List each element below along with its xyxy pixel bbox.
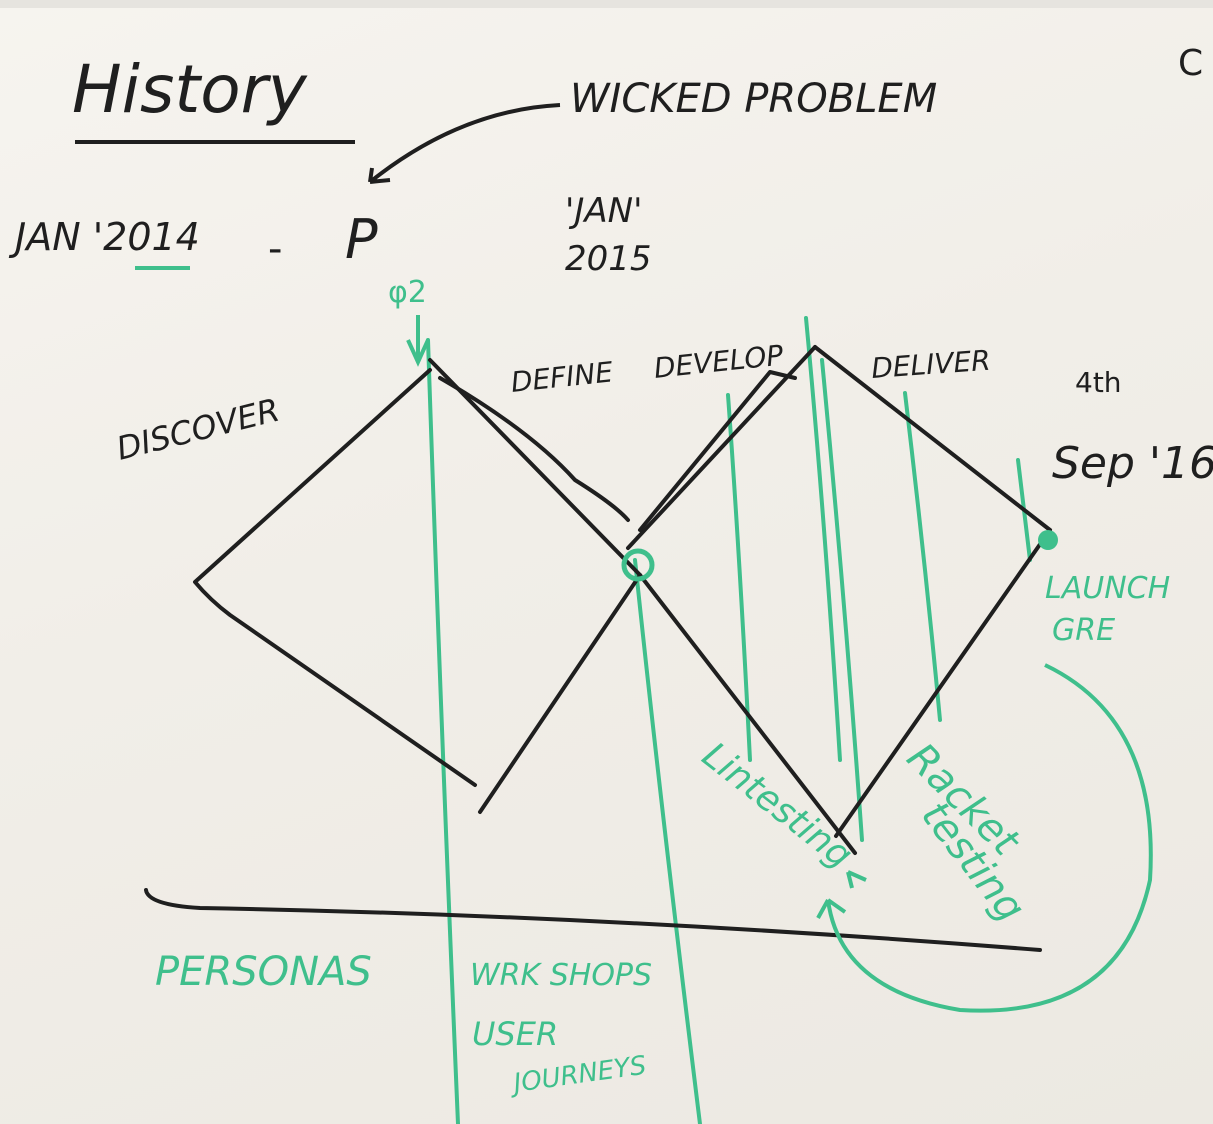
phase-define: DEFINE	[509, 355, 614, 399]
diamond-2-top-left	[626, 345, 817, 550]
personas-label: PERSONAS	[155, 949, 372, 995]
black-annotations: History C WICKED PROBLEM JAN '2014 - P '…	[8, 43, 1213, 489]
diamond-2-extra	[638, 370, 797, 532]
launch-line1: LAUNCH	[1045, 571, 1170, 606]
diamond-1-right-a	[428, 358, 642, 577]
workshops-label: WRK SHOPS	[470, 958, 652, 993]
lintesting-label: Lintesting	[694, 735, 859, 877]
green-line-4	[804, 316, 842, 762]
journeys-label: JOURNEYS	[507, 1051, 648, 1100]
loop-arrow-icon	[816, 663, 1153, 1013]
end-date-line2: Sep '16	[1052, 438, 1213, 489]
green-line-5	[820, 358, 864, 842]
top-right-mark: C	[1178, 43, 1203, 84]
mid-date-line2: 2015	[565, 239, 652, 279]
down-arrow-icon	[406, 315, 430, 367]
arrow-to-p-icon	[368, 103, 561, 184]
green-line-2	[633, 558, 702, 1124]
lintesting-arrow-icon	[846, 870, 867, 889]
dash: -	[268, 226, 282, 272]
end-date-line1: 4th	[1075, 366, 1122, 399]
green-line-7	[1016, 458, 1032, 562]
diamond-1-left	[193, 368, 477, 787]
launch-line2: GRE	[1052, 613, 1115, 648]
diamond-1-right-b	[438, 376, 630, 522]
diamond-2-bottom-left	[638, 573, 857, 855]
marker-top-label: φ2	[388, 275, 427, 310]
phase-deliver: DELIVER	[870, 344, 991, 385]
green-vertical-lines	[426, 316, 1032, 1124]
wicked-problem-label: WICKED PROBLEM	[570, 76, 937, 122]
launch-marker-icon	[1038, 530, 1058, 550]
timeline-line	[144, 888, 1042, 952]
photo-top-edge	[0, 0, 1213, 8]
green-line-6	[903, 391, 942, 722]
midpoint-marker-icon	[621, 548, 655, 582]
diamond-1-bottom	[478, 573, 642, 814]
green-annotations: φ2 LAUNCH GRE Lintesting Racket testing …	[155, 275, 1170, 1100]
double-diamond	[144, 345, 1052, 952]
diamond-2-bottom-right	[834, 528, 1052, 838]
diamond-2-top-right	[813, 345, 1052, 532]
start-date: JAN '2014	[8, 215, 200, 259]
green-line-1	[426, 338, 460, 1124]
phase-letter-p: P	[345, 208, 378, 271]
title-history: History	[72, 51, 308, 128]
mid-date-line1: 'JAN'	[565, 191, 642, 231]
user-label: USER	[472, 1015, 558, 1053]
phase-discover: DISCOVER	[113, 391, 284, 468]
